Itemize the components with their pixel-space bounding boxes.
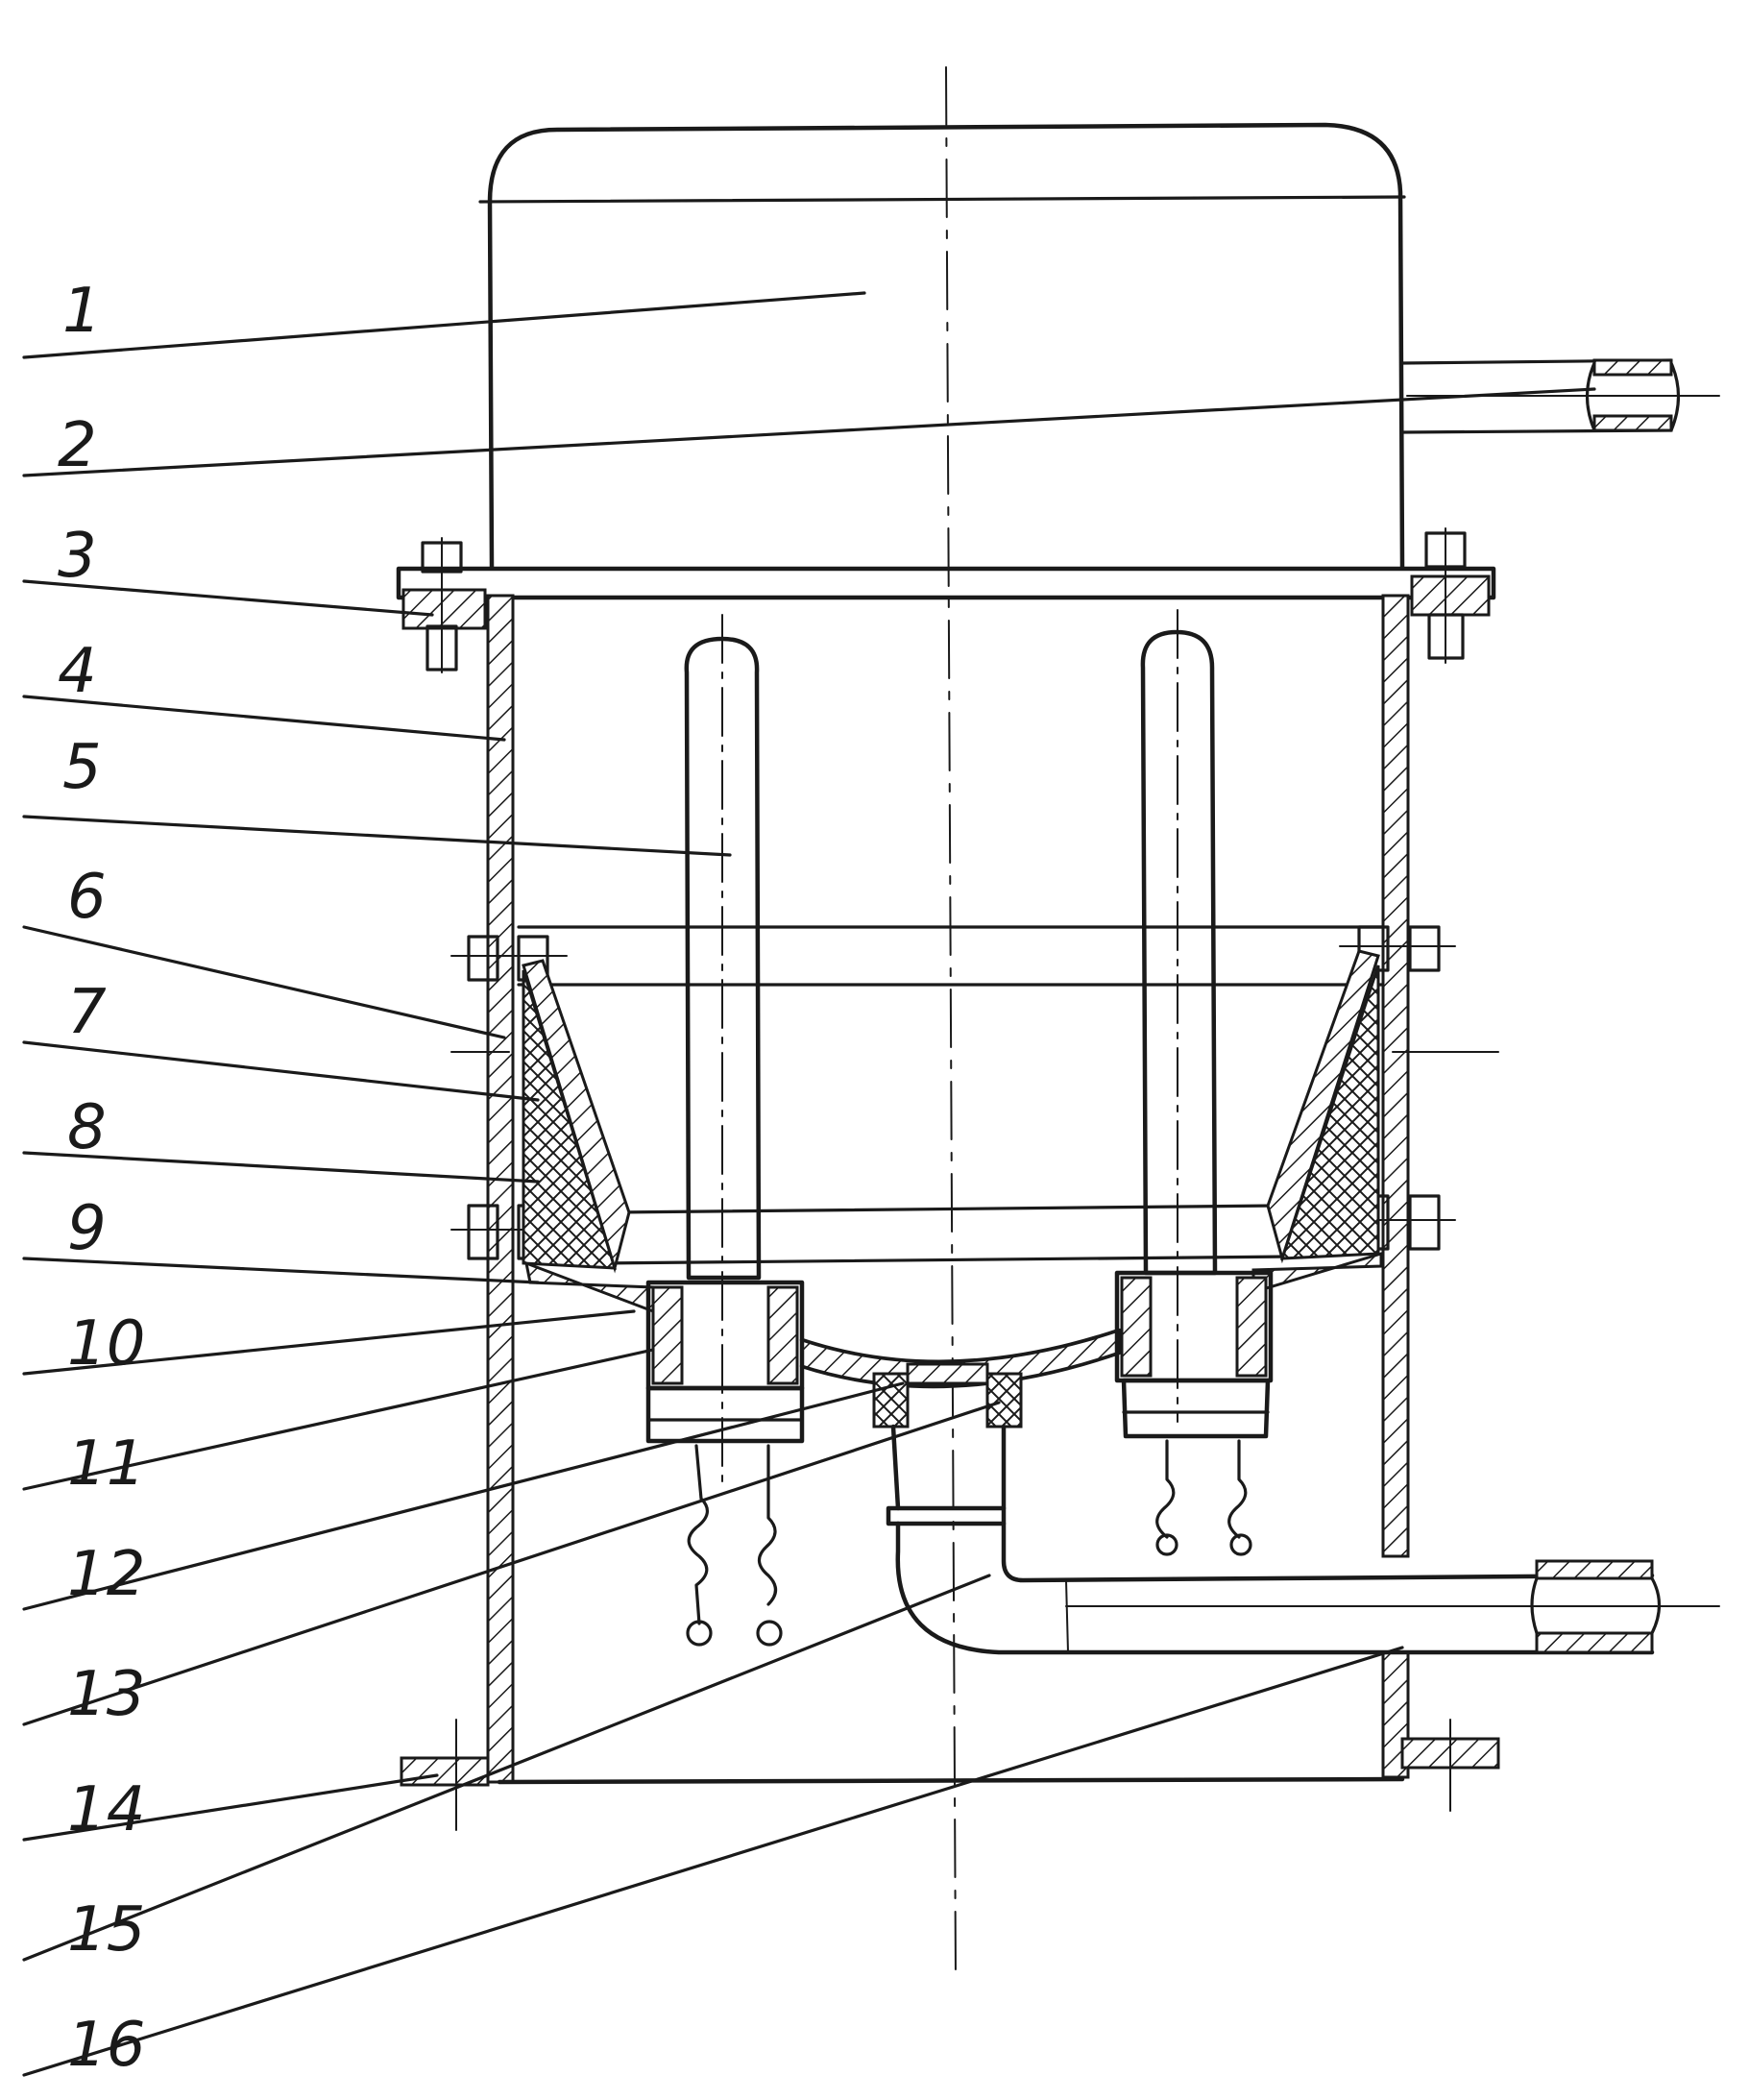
label-10: 10 bbox=[67, 1308, 145, 1380]
wire-leads bbox=[686, 1439, 1252, 1647]
center-axis-line bbox=[945, 66, 957, 1980]
label-13: 13 bbox=[67, 1659, 145, 1730]
label-4: 4 bbox=[58, 636, 97, 707]
label-9: 9 bbox=[67, 1193, 107, 1264]
cone-insulation-left bbox=[522, 959, 631, 1274]
label-15: 15 bbox=[67, 1894, 145, 1966]
base-flange bbox=[400, 1719, 1500, 1831]
leader-lines bbox=[22, 291, 1596, 2077]
part-number-labels: 1 2 3 4 5 6 7 8 9 10 11 12 13 14 15 16 bbox=[58, 276, 145, 2081]
label-3: 3 bbox=[58, 521, 97, 592]
outlet-pipe bbox=[886, 1505, 1720, 1655]
motor-housing bbox=[478, 122, 1406, 570]
label-11: 11 bbox=[67, 1428, 145, 1500]
outer-shell bbox=[486, 594, 1410, 1785]
heater-tube-left bbox=[684, 614, 762, 1485]
label-14: 14 bbox=[67, 1774, 145, 1845]
dish-plate bbox=[523, 1251, 1383, 1389]
cone-insulation-right bbox=[1266, 949, 1380, 1264]
label-12: 12 bbox=[67, 1539, 145, 1610]
support-bracket bbox=[517, 925, 1385, 1265]
label-6: 6 bbox=[67, 862, 107, 933]
label-7: 7 bbox=[67, 977, 107, 1048]
label-5: 5 bbox=[62, 732, 102, 803]
tube-seat-left bbox=[645, 1280, 805, 1444]
heater-tube-right bbox=[1140, 609, 1218, 1423]
label-16: 16 bbox=[67, 2010, 145, 2081]
tube-seat-right bbox=[1114, 1270, 1274, 1439]
label-2: 2 bbox=[58, 410, 97, 481]
top-flange bbox=[396, 527, 1496, 673]
label-8: 8 bbox=[67, 1092, 107, 1163]
label-1: 1 bbox=[62, 276, 102, 347]
